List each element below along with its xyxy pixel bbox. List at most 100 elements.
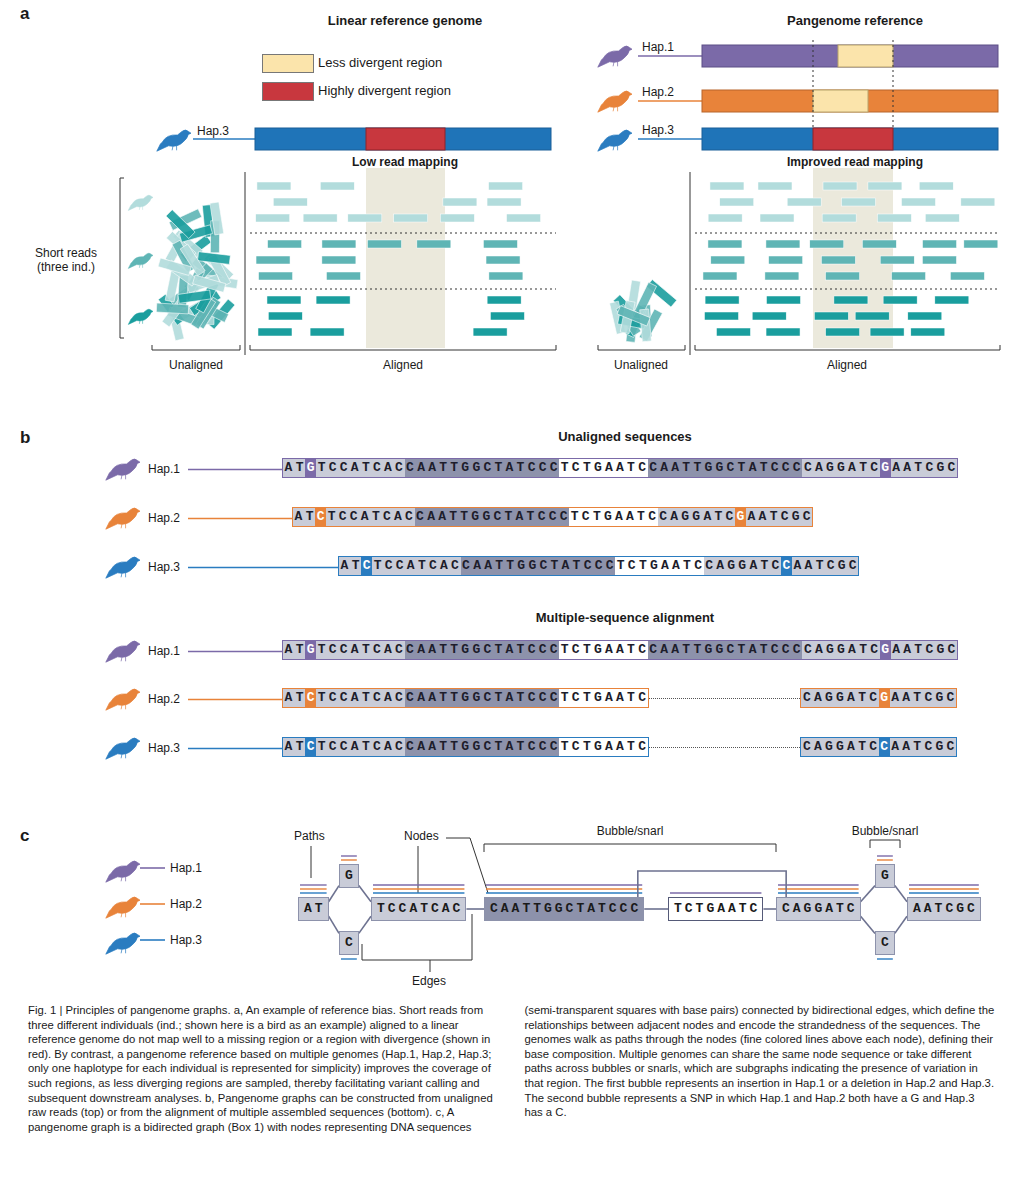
text-label: Low read mapping <box>352 155 458 169</box>
text-label: Hap.1 <box>148 462 180 476</box>
path-line <box>341 859 357 860</box>
sequence-segment: CAATTGGCTATCCC <box>648 458 803 478</box>
short-read <box>310 328 344 336</box>
node-sequence: TCCATCAC <box>377 901 463 917</box>
path-line <box>778 892 859 893</box>
guide-line <box>893 40 894 128</box>
hap-line <box>188 469 282 471</box>
short-read <box>316 296 350 304</box>
sequence-segment: CAGGATC <box>704 556 781 576</box>
short-read <box>303 214 337 222</box>
sequence-segment: TCCATCAC <box>316 640 404 660</box>
short-read <box>703 272 737 280</box>
path-line <box>877 855 893 856</box>
short-read <box>367 240 401 248</box>
short-read <box>855 312 889 320</box>
text-label: Improved read mapping <box>787 155 923 169</box>
unaligned-read <box>178 290 211 303</box>
unaligned-read <box>617 306 650 326</box>
path-line <box>670 892 761 893</box>
text-label: Edges <box>412 974 446 988</box>
path-line <box>373 888 464 889</box>
graph-node: CAATTGGCTATCCC <box>484 897 644 921</box>
short-read <box>769 256 803 264</box>
short-read <box>822 214 856 222</box>
short-read <box>320 182 354 190</box>
short-read <box>507 214 541 222</box>
short-read <box>273 198 307 206</box>
short-read <box>766 328 800 336</box>
graph-edge <box>861 916 875 933</box>
sequence-segment: CAATTGGCTATCCC <box>405 737 560 757</box>
sequence-row: ATCTCCATCACCAATTGGCTATCCCTCTGAATCCAGGATC… <box>282 737 957 757</box>
short-read <box>268 240 302 248</box>
hap-line <box>188 699 282 701</box>
short-read <box>821 256 855 264</box>
sequence-segment: CAGGATC <box>802 458 879 478</box>
panel-letter: a <box>20 4 29 24</box>
bird-icon <box>128 195 153 210</box>
short-read <box>394 214 428 222</box>
short-read <box>710 182 744 190</box>
unaligned-read <box>639 309 662 341</box>
bird-icon <box>128 309 153 324</box>
short-read <box>720 198 754 206</box>
sequence-segment: CAATTGGCTATCCC <box>648 640 803 660</box>
short-read <box>911 328 945 336</box>
graph-node: G <box>339 864 359 888</box>
text-label: Short reads (three ind.) <box>20 246 112 274</box>
short-read <box>256 214 290 222</box>
short-read <box>704 312 738 320</box>
sequence-segment: AATCGC <box>891 458 958 478</box>
path-line <box>373 892 464 893</box>
unaligned-read <box>210 202 224 235</box>
bird-icon <box>106 933 140 954</box>
short-read <box>883 296 917 304</box>
unaligned-read <box>158 258 191 275</box>
graph-node: AATCGC <box>907 897 981 921</box>
sequence-segment: CAGGATC <box>802 640 879 660</box>
sequence-segment: AT <box>338 556 361 576</box>
unaligned-read <box>193 275 226 292</box>
figure-caption: Fig. 1 | Principles of pangenome graphs.… <box>28 1003 995 1134</box>
sequence-segment: TCTGAATC <box>615 556 703 576</box>
short-read <box>473 328 507 336</box>
unaligned-read <box>166 210 195 239</box>
sequence-segment: G <box>735 507 746 527</box>
sequence-segment: TCTGAATC <box>559 737 648 757</box>
path-line <box>341 958 357 959</box>
short-read <box>483 240 517 248</box>
unaligned-read <box>156 303 188 314</box>
path-line <box>778 884 859 885</box>
short-read <box>716 328 750 336</box>
sequence-segment: AT <box>282 458 305 478</box>
short-read <box>925 214 959 222</box>
short-read <box>258 328 292 336</box>
short-read <box>758 182 792 190</box>
short-read <box>862 240 896 248</box>
short-read <box>256 256 290 264</box>
short-read <box>760 214 794 222</box>
short-read <box>877 214 911 222</box>
short-read <box>766 240 800 248</box>
short-read <box>708 214 742 222</box>
text-label: Hap.2 <box>148 692 180 706</box>
legend-line <box>140 939 165 941</box>
bird-icon <box>106 738 140 759</box>
hap-line <box>193 138 255 140</box>
graph-node: CAGGATC <box>776 897 861 921</box>
short-read <box>961 198 995 206</box>
unaligned-read <box>198 252 231 265</box>
graph-node: G <box>875 864 895 888</box>
text-label: Aligned <box>383 358 423 372</box>
graph-edge <box>861 886 875 902</box>
genome-bar <box>702 45 998 67</box>
short-read <box>919 182 953 190</box>
graph-edge <box>895 916 907 933</box>
bird-icon <box>106 557 140 578</box>
sequence-segment: TCCATCAC <box>316 737 404 757</box>
panel-letter: b <box>20 428 30 448</box>
hap-line <box>188 651 282 653</box>
short-read <box>752 312 786 320</box>
